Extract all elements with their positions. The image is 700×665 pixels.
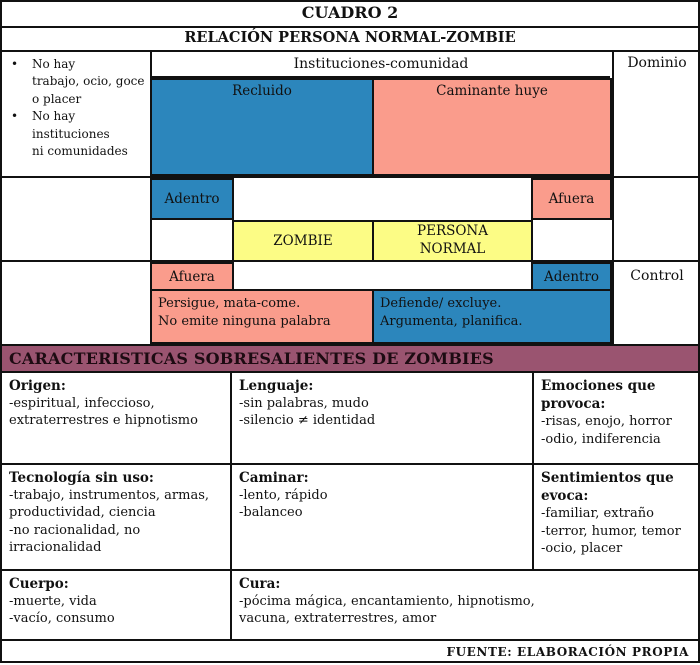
cell-title: Caminar: — [239, 470, 309, 486]
list-item: • No hay instituciones ni comunidades — [2, 108, 148, 160]
adentro-right-box: Adentro — [531, 262, 612, 291]
note-text: No hay instituciones ni comunidades — [32, 109, 128, 158]
cura-cell: Cura: -pócima mágica, encantamiento, hip… — [232, 571, 698, 641]
cell-lines: -trabajo, instrumentos, armas, productiv… — [9, 488, 210, 556]
cell-title: Origen: — [9, 378, 66, 394]
origen-cell: Origen: -espiritual, infeccioso, extrate… — [2, 373, 232, 465]
right-column-divider — [612, 52, 614, 344]
no-hay-notes: • No hay trabajo, ocio, goce o placer • … — [2, 56, 148, 160]
note-text: No hay trabajo, ocio, goce o placer — [32, 57, 145, 106]
cell-lines: -sin palabras, mudo -silencio ≠ identida… — [239, 396, 376, 429]
caminar-cell: Caminar: -lento, rápido -balanceo — [232, 465, 534, 571]
recluido-box: Recluido — [150, 78, 374, 176]
list-item: • No hay trabajo, ocio, goce o placer — [2, 56, 148, 108]
cell-title: Emociones que provoca: — [541, 378, 656, 413]
cell-title: Lenguaje: — [239, 378, 314, 394]
horizontal-divider-top — [2, 176, 698, 178]
source-note: FUENTE: ELABORACIÓN PROPIA — [446, 645, 689, 659]
cell-lines: -muerte, vida -vacío, consumo — [9, 594, 115, 627]
cell-lines: -familiar, extraño -terror, humor, temor… — [541, 506, 681, 556]
page-title: CUADRO 2 — [2, 2, 698, 28]
adentro-left-box: Adentro — [150, 178, 234, 220]
persigue-box: Persigue, mata-come. No emite ninguna pa… — [150, 289, 374, 344]
table-subtitle: RELACIÓN PERSONA NORMAL-ZOMBIE — [2, 28, 698, 52]
cell-lines: -espiritual, infeccioso, extraterrestres… — [9, 396, 198, 429]
cell-title: Tecnología sin uso: — [9, 470, 154, 486]
lenguaje-cell: Lenguaje: -sin palabras, mudo -silencio … — [232, 373, 534, 465]
characteristics-row-2: Tecnología sin uso: -trabajo, instrument… — [2, 465, 698, 571]
tecnologia-cell: Tecnología sin uso: -trabajo, instrument… — [2, 465, 232, 571]
caracteristicas-band: CARACTERISTICAS SOBRESALIENTES DE ZOMBIE… — [2, 346, 698, 373]
zombie-box: ZOMBIE — [232, 220, 374, 262]
cell-lines: -lento, rápido -balanceo — [239, 488, 328, 521]
cell-title: Cuerpo: — [9, 576, 69, 592]
caminante-huye-box: Caminante huye — [372, 78, 612, 176]
defiende-box: Defiende/ excluye. Argumenta, planifica. — [372, 289, 612, 344]
instituciones-comunidad-header: Instituciones-comunidad — [152, 52, 610, 78]
bullet-icon: • — [11, 109, 19, 124]
characteristics-row-1: Origen: -espiritual, infeccioso, extrate… — [2, 373, 698, 465]
cell-title: Sentimientos que evoca: — [541, 470, 674, 505]
cell-title: Cura: — [239, 576, 281, 592]
cuerpo-cell: Cuerpo: -muerte, vida -vacío, consumo — [2, 571, 232, 641]
control-label: Control — [630, 268, 684, 284]
afuera-left-box: Afuera — [150, 262, 234, 291]
emociones-cell: Emociones que provoca: -risas, enojo, ho… — [534, 373, 698, 465]
characteristics-row-3: Cuerpo: -muerte, vida -vacío, consumo Cu… — [2, 571, 698, 641]
cell-lines: -pócima mágica, encantamiento, hipnotism… — [239, 594, 535, 627]
dominio-label: Dominio — [627, 55, 687, 71]
cell-lines: -risas, enojo, horror -odio, indiferenci… — [541, 414, 672, 447]
afuera-right-box: Afuera — [531, 178, 612, 220]
sentimientos-cell: Sentimientos que evoca: -familiar, extra… — [534, 465, 698, 571]
persona-normal-box: PERSONA NORMAL — [372, 220, 533, 262]
relation-diagram: • No hay trabajo, ocio, goce o placer • … — [2, 52, 698, 346]
bullet-icon: • — [11, 57, 19, 71]
